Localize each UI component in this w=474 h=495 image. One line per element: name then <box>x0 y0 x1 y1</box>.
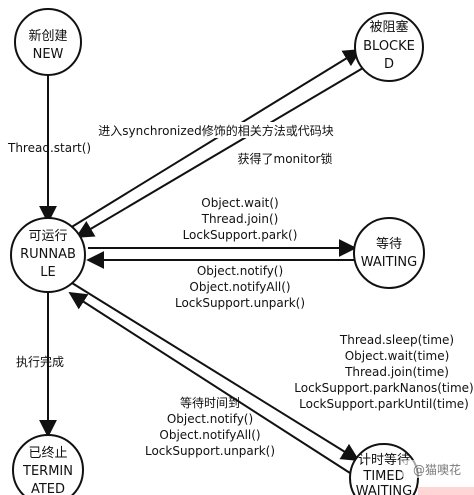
label-wait-1: Object.wait() <box>201 196 278 210</box>
label-timed-5: LockSupport.parkUntil(time) <box>299 397 469 411</box>
state-runnable-en2: LE <box>40 265 55 280</box>
label-notify-3: LockSupport.unpark() <box>175 296 305 310</box>
state-runnable-cn: 可运行 <box>28 229 67 244</box>
state-waiting-circle <box>353 217 425 289</box>
state-new: 新创建 NEW <box>14 8 82 76</box>
state-blocked: 被阻塞 BLOCKE D <box>354 12 424 82</box>
watermark: @猫噢花 <box>402 460 472 478</box>
label-timeout-2: Object.notify() <box>167 412 253 426</box>
label-timed-3: Thread.join(time) <box>344 365 449 379</box>
state-blocked-en: BLOCKE <box>363 39 415 54</box>
state-terminated-circle <box>12 434 84 495</box>
label-complete: 执行完成 <box>16 354 64 369</box>
state-terminated-cn: 已终止 <box>28 445 67 461</box>
state-runnable-en: RUNNAB <box>20 247 76 262</box>
label-timeout-4: LockSupport.unpark() <box>145 444 275 458</box>
label-monitor-lock: 获得了monitor锁 <box>238 151 333 166</box>
state-runnable: 可运行 RUNNAB LE <box>10 217 86 293</box>
label-timed-2: Object.wait(time) <box>345 349 450 363</box>
edge-blocked-to-runnable <box>75 67 364 238</box>
state-new-en: NEW <box>33 47 64 62</box>
label-notify-1: Object.notify() <box>197 264 283 278</box>
state-timed-waiting-cn: 计时等待 <box>358 452 410 468</box>
state-terminated: 已终止 TERMIN ATED <box>12 434 84 495</box>
watermark-text: @猫噢花 <box>413 462 461 477</box>
state-blocked-en2: D <box>384 57 394 72</box>
label-timed-4: LockSupport.parkNanos(time) <box>294 381 473 395</box>
edge-runnable-to-timed-waiting <box>71 282 360 461</box>
edge-timed-waiting-to-runnable <box>68 292 351 474</box>
label-wait-2: Thread.join() <box>201 212 279 226</box>
label-timeout-3: Object.notifyAll() <box>159 428 260 442</box>
state-blocked-cn: 被阻塞 <box>369 19 408 35</box>
state-runnable-circle <box>10 217 86 293</box>
label-sync-bg <box>84 122 348 138</box>
state-timed-waiting-en2: WAITING <box>356 484 412 495</box>
state-blocked-circle <box>354 12 424 82</box>
state-new-cn: 新创建 <box>28 28 67 44</box>
state-terminated-en2: ATED <box>31 482 65 495</box>
edges <box>39 49 364 474</box>
state-waiting: 等待 WAITING <box>353 217 425 289</box>
label-thread-start: Thread.start() <box>7 141 91 155</box>
label-wait-3: LockSupport.park() <box>183 228 298 242</box>
pink-strip <box>418 487 474 495</box>
label-notify-2: Object.notifyAll() <box>189 280 290 294</box>
label-timed-1: Thread.sleep(time) <box>339 333 454 347</box>
state-timed-waiting-en: TIMED <box>362 469 404 484</box>
state-waiting-cn: 等待 <box>376 236 402 252</box>
state-waiting-en: WAITING <box>361 255 417 270</box>
edge-runnable-to-blocked <box>69 49 362 229</box>
state-new-circle <box>14 8 82 76</box>
watermark-bg <box>402 460 472 478</box>
label-timeout-1: 等待时间到 <box>180 396 240 410</box>
state-terminated-en: TERMIN <box>22 464 73 479</box>
label-sync-method: 进入synchronized修饰的相关方法或代码块 <box>98 123 333 138</box>
